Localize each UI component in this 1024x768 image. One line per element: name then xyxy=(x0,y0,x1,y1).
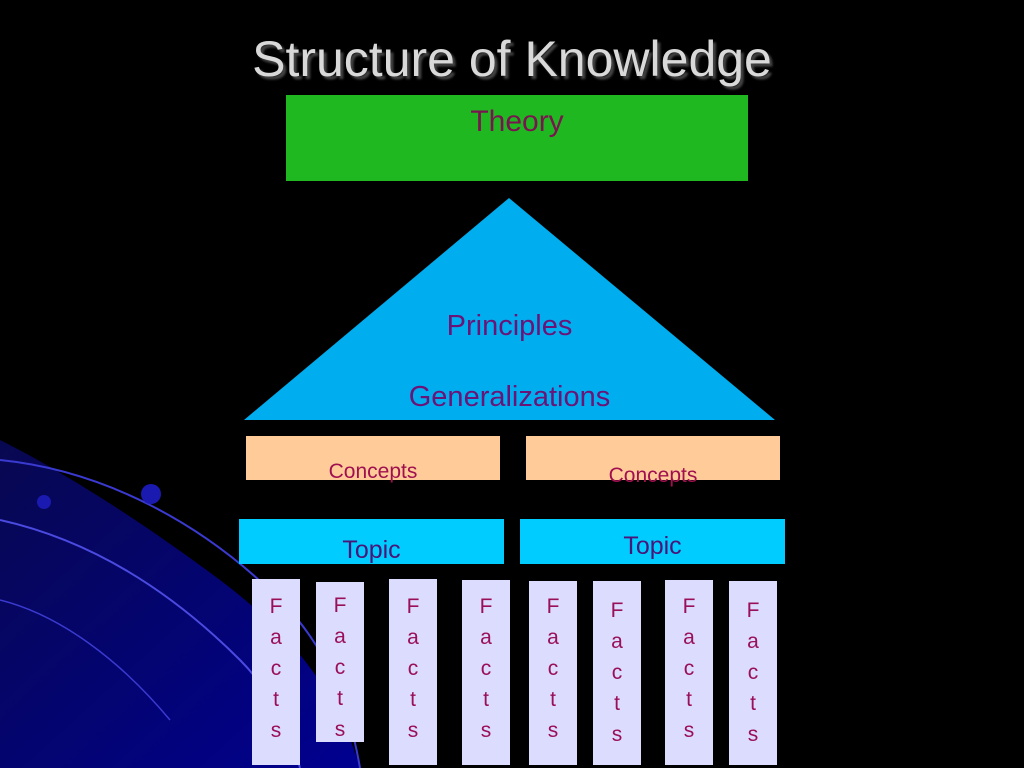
facts-column: F a c t s xyxy=(389,579,437,765)
facts-label: F a c t s xyxy=(746,599,760,746)
facts-column: F a c t s xyxy=(665,580,713,765)
concepts-box-right: Concepts xyxy=(526,436,780,487)
topic-label: Topic xyxy=(342,536,401,564)
facts-column: F a c t s xyxy=(729,581,777,765)
concepts-box-left: Concepts xyxy=(246,436,500,483)
topic-box-right: Topic xyxy=(520,519,785,564)
topic-box-left: Topic xyxy=(239,519,504,564)
facts-column: F a c t s xyxy=(529,581,577,765)
facts-label: F a c t s xyxy=(333,594,347,741)
facts-label: F a c t s xyxy=(610,599,624,746)
facts-label: F a c t s xyxy=(682,595,696,742)
facts-column: F a c t s xyxy=(252,579,300,765)
topic-label: Topic xyxy=(623,532,682,560)
facts-label: F a c t s xyxy=(406,595,420,742)
concepts-label: Concepts xyxy=(608,464,698,487)
theory-label: Theory xyxy=(470,105,564,138)
facts-column: F a c t s xyxy=(316,582,364,742)
facts-label: F a c t s xyxy=(546,595,560,742)
theory-box: Theory xyxy=(286,95,748,181)
facts-label: F a c t s xyxy=(479,595,493,742)
slide-title: Structure of Knowledge xyxy=(252,31,772,87)
facts-column: F a c t s xyxy=(462,580,510,765)
principles-label: Principles xyxy=(446,310,573,342)
facts-label: F a c t s xyxy=(269,595,283,742)
principles-triangle xyxy=(244,198,775,420)
generalizations-label: Generalizations xyxy=(408,381,611,413)
facts-column: F a c t s xyxy=(593,581,641,765)
concepts-label: Concepts xyxy=(328,460,418,483)
